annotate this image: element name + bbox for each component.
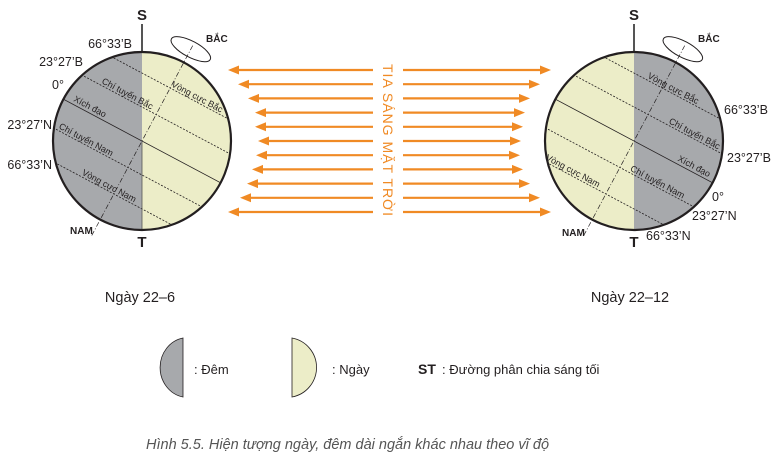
arrowhead-icon <box>510 136 521 146</box>
globe-outline <box>543 50 725 232</box>
lat-label: 66°33’B <box>724 103 768 117</box>
lat-label: 0° <box>712 190 724 204</box>
label-s: S <box>137 7 147 24</box>
lat-label: 23°27’N <box>692 209 737 223</box>
rotation-icon <box>662 36 704 63</box>
label-t: T <box>629 234 638 251</box>
arrowhead-icon <box>540 207 551 217</box>
legend-day-swatch <box>291 337 317 398</box>
figure-caption: Hình 5.5. Hiện tượng ngày, đêm dài ngắn … <box>146 436 549 453</box>
arrowhead-icon <box>512 122 523 132</box>
day-half <box>142 52 231 230</box>
arrowhead-icon <box>247 179 258 189</box>
night-half <box>53 52 142 230</box>
arrowhead-icon <box>512 164 523 174</box>
arrowhead-icon <box>228 207 239 217</box>
north-label: BẮC <box>698 32 720 45</box>
lat-label: 23°27’B <box>727 151 771 165</box>
label-s: S <box>629 7 639 24</box>
arrowhead-icon <box>256 150 267 160</box>
legend-st-label: : Đường phân chia sáng tối <box>442 362 600 377</box>
globe-june: Vòng cực Bắc Chí tuyến Bắc Xích đạo Chí … <box>7 7 233 306</box>
arrowhead-icon <box>529 79 540 89</box>
arrowhead-icon <box>258 136 269 146</box>
label-t: T <box>137 234 146 251</box>
legend-night-label: : Đêm <box>194 362 229 377</box>
globe-december: Vòng cực Bắc Chí tuyến Bắc Xích đạo Chí … <box>543 7 771 306</box>
tropic-south-line <box>53 110 231 225</box>
arrowhead-icon <box>540 65 551 75</box>
lat-label: 66°33’B <box>88 37 132 51</box>
globe-outline <box>51 50 233 232</box>
night-half <box>634 52 723 230</box>
arctic-circle-line <box>556 52 723 145</box>
legend: : Đêm : Ngày ST : Đường phân chia sáng t… <box>159 337 600 398</box>
arrowhead-icon <box>240 193 251 203</box>
arctic-circle-line <box>64 52 231 145</box>
north-label: BẮC <box>206 32 228 45</box>
lat-label: 66°33’N <box>646 229 691 243</box>
arrowhead-icon <box>238 79 249 89</box>
arrowhead-icon <box>509 150 520 160</box>
date-label: Ngày 22–6 <box>105 290 175 306</box>
sun-rays <box>228 65 551 217</box>
arrowhead-icon <box>255 108 266 118</box>
arrowhead-icon <box>255 122 266 132</box>
arrowhead-icon <box>228 65 239 75</box>
legend-night-swatch <box>159 337 184 398</box>
legend-st-symbol: ST <box>418 361 436 377</box>
lat-label: 23°27’B <box>39 55 83 69</box>
lat-label: 23°27’N <box>7 118 52 132</box>
arrowhead-icon <box>248 93 259 103</box>
day-half <box>545 52 634 230</box>
south-label: NAM <box>70 226 93 237</box>
arrowhead-icon <box>529 193 540 203</box>
south-label: NAM <box>562 228 585 239</box>
arrowhead-icon <box>519 179 530 189</box>
lat-label: 66°33’N <box>7 158 52 172</box>
sun-rays-label: TIA SÁNG MẶT TRỜI <box>380 64 396 217</box>
lat-label: 0° <box>52 78 64 92</box>
arrowhead-icon <box>252 164 263 174</box>
tropic-south-line <box>545 110 723 225</box>
legend-day-label: : Ngày <box>332 362 370 377</box>
arrowhead-icon <box>519 93 530 103</box>
arrowhead-icon <box>514 108 525 118</box>
date-label: Ngày 22–12 <box>591 290 669 306</box>
rotation-icon <box>170 36 212 63</box>
